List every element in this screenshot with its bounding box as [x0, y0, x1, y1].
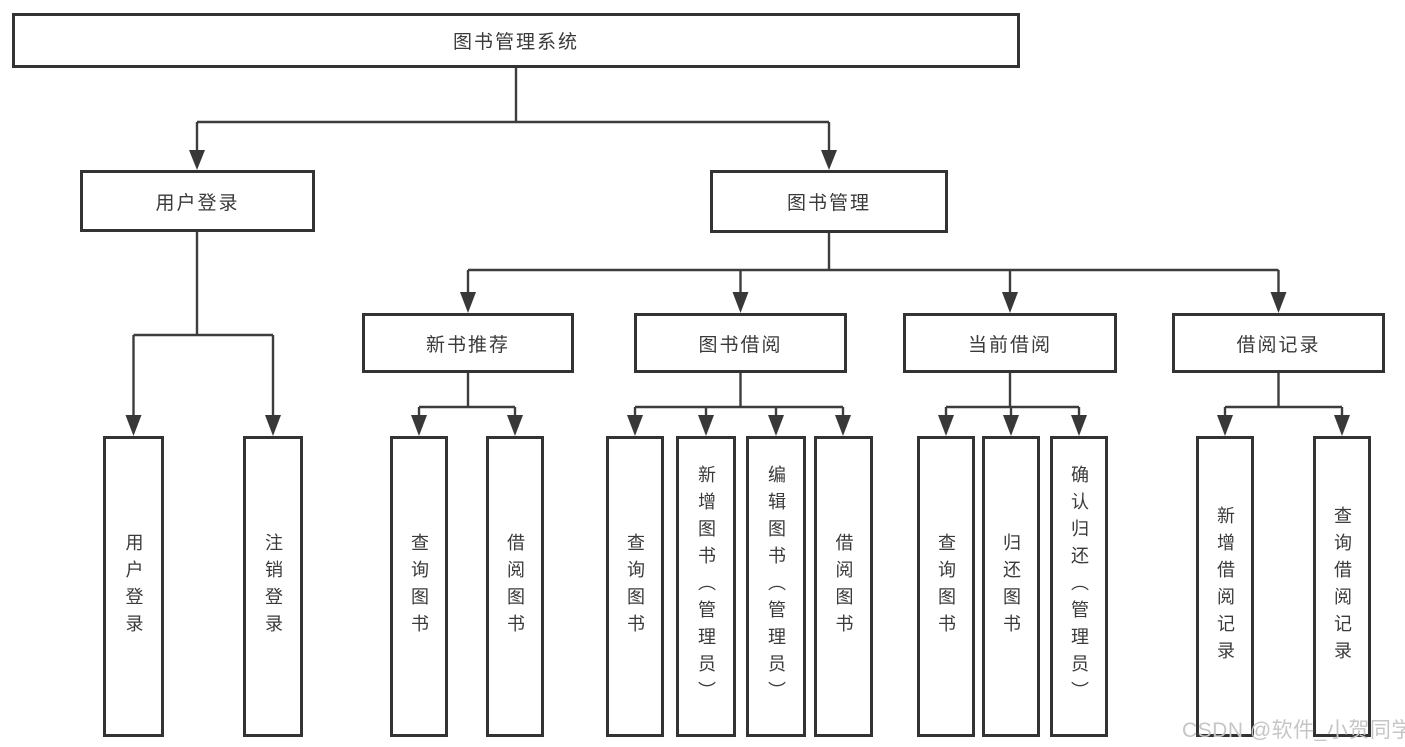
node-label: 用户登录 [155, 192, 240, 214]
node-label: 借阅记录 [1236, 334, 1321, 356]
leaf-logout: 注销登录 [243, 436, 303, 737]
node-label: 归还图书 [1001, 532, 1021, 641]
leaf-add-borrow-record: 新增借阅记录 [1196, 436, 1254, 737]
node-label: 新书推荐 [425, 334, 510, 356]
node-user-login: 用户登录 [80, 170, 315, 232]
node-label: 借阅图书 [505, 532, 525, 641]
leaf-query-borrow-record: 查询借阅记录 [1313, 436, 1371, 737]
node-label: 查询图书 [936, 532, 956, 641]
node-book-borrow: 图书借阅 [634, 313, 847, 373]
node-label: 新增借阅记录 [1215, 505, 1235, 668]
node-current-borrow: 当前借阅 [903, 313, 1117, 373]
leaf-return-books: 归还图书 [982, 436, 1040, 737]
csdn-watermark: CSDN @软件_小贺同学 [1182, 719, 1405, 742]
leaf-edit-books-admin: 编辑图书（管理员） [746, 436, 806, 737]
node-label: 确认归还（管理员） [1069, 465, 1089, 708]
leaf-user-login: 用户登录 [103, 436, 164, 737]
node-label: 图书借阅 [698, 334, 783, 356]
node-label: 查询图书 [409, 532, 429, 641]
node-label: 借阅图书 [833, 532, 854, 641]
node-label: 查询借阅记录 [1332, 505, 1352, 668]
leaf-borrow-books-recommend: 借阅图书 [486, 436, 544, 737]
arrowhead-icons [125, 150, 1350, 436]
leaf-query-books-recommend: 查询图书 [390, 436, 448, 737]
node-label: 注销登录 [263, 532, 283, 641]
leaf-query-books-borrow: 查询图书 [606, 436, 664, 737]
node-label: 当前借阅 [967, 334, 1052, 356]
node-label: 编辑图书（管理员） [766, 465, 786, 708]
node-book-management: 图书管理 [710, 170, 948, 233]
node-borrow-records: 借阅记录 [1172, 313, 1385, 373]
leaf-add-books-admin: 新增图书（管理员） [676, 436, 736, 737]
node-new-book-recommend: 新书推荐 [362, 313, 574, 373]
node-library-management-system: 图书管理系统 [12, 13, 1020, 68]
node-label: 查询图书 [625, 532, 645, 641]
leaf-query-books-current: 查询图书 [917, 436, 975, 737]
node-label: 图书管理 [786, 193, 871, 214]
node-label: 图书管理系统 [452, 32, 579, 53]
leaf-confirm-return-admin: 确认归还（管理员） [1050, 436, 1108, 737]
node-label: 用户登录 [123, 532, 144, 641]
node-label: 新增图书（管理员） [696, 465, 716, 708]
leaf-borrow-books: 借阅图书 [814, 436, 873, 737]
